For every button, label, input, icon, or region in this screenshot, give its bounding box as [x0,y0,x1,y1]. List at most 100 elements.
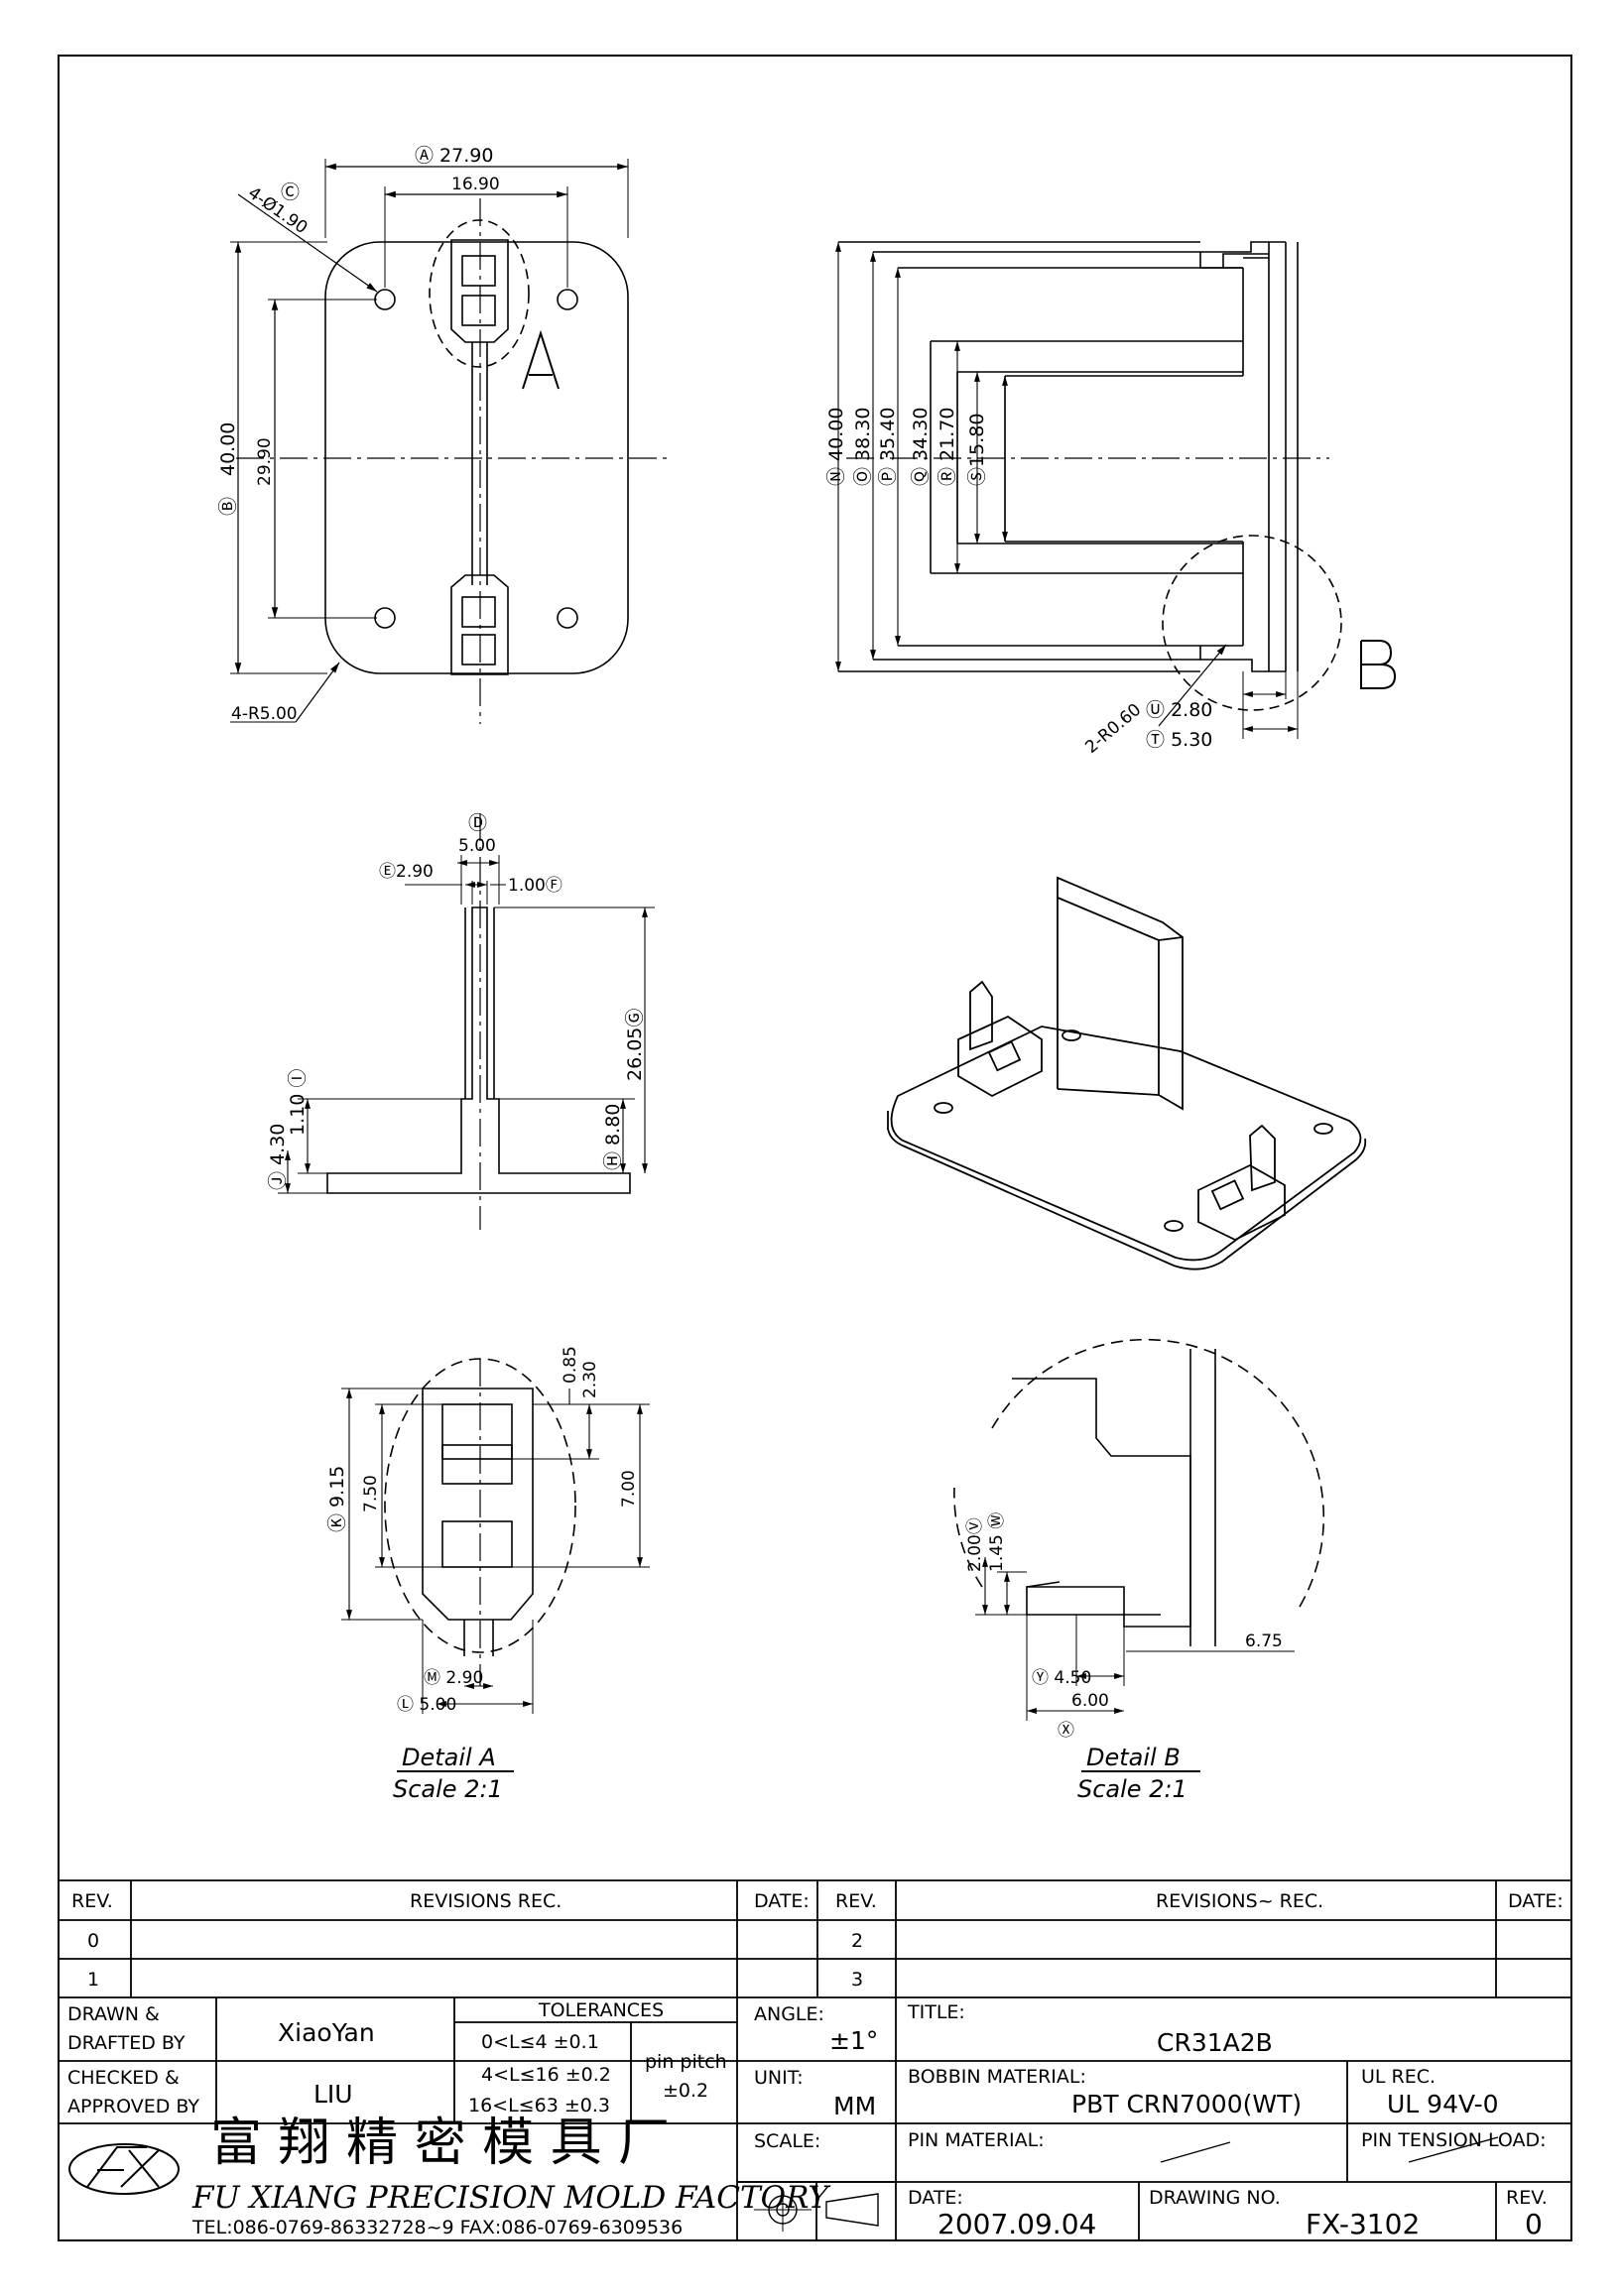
dim-o: Ⓞ 38.30 [852,408,874,486]
dim-h: Ⓗ 8.80 [602,1104,624,1170]
front-view [278,813,655,1230]
rev-row-3: 3 [851,1969,863,1991]
unit-label: UNIT: [754,2067,804,2089]
drawing-no-label: DRAWING NO. [1149,2187,1281,2209]
tolerance-2: 4<L≤16 ±0.2 [481,2064,611,2086]
iso-base [890,1026,1362,1262]
date-header-2: DATE: [1508,1890,1563,1912]
side-view [835,241,1397,739]
marker-c: Ⓒ [281,181,300,203]
top-view-labels: Ⓐ 27.90 16.90 4-Ø1.90 Ⓒ 40.00 Ⓑ 29.90 4-… [217,145,500,724]
dim-m: Ⓜ 2.90 [424,1668,483,1688]
pin-material-label: PIN MATERIAL: [908,2129,1045,2151]
marker-x: Ⓧ [1058,1721,1074,1741]
pin-pitch-label: pin pitch [645,2051,727,2073]
angle-label: ANGLE: [754,2003,824,2025]
pin-hole-icon [557,289,578,310]
detail-b-title: Detail B [1086,1744,1181,1771]
dim-q: Ⓠ 34.30 [910,408,932,486]
pin-hole-icon [374,607,396,629]
dim-t: Ⓣ 5.30 [1146,729,1212,751]
rev-row-2: 2 [851,1930,863,1952]
rev-label: REV. [1506,2187,1548,2209]
tolerance-3: 16<L≤63 ±0.3 [468,2095,610,2116]
title-block-text: REV. REVISIONS REC. DATE: REV. REVISIONS… [67,1890,1563,2240]
isometric-view [887,876,1367,1270]
rev-value: 0 [1525,2208,1543,2240]
factory-name-en: FU XIANG PRECISION MOLD FACTORY [191,2180,830,2216]
dim-y: Ⓨ 4.50 [1032,1668,1091,1688]
fx-logo-icon [68,2143,180,2195]
rev-row-0: 0 [87,1930,99,1952]
bobbin-value: PBT CRN7000(WT) [1071,2090,1302,2118]
ul-value: UL 94V-0 [1387,2090,1499,2118]
dim-d: 5.00 [458,836,496,856]
angle-value: ±1° [829,2026,878,2055]
dim-v: 2.00Ⓥ [965,1517,985,1572]
tolerance-1: 0<L≤4 ±0.1 [481,2031,599,2053]
dim-h700: 7.00 [619,1470,639,1508]
checked-value: LIU [313,2080,353,2109]
dim-i: 1.10 Ⓘ [287,1069,309,1136]
scale-label: SCALE: [754,2130,820,2152]
date-value: 2007.09.04 [937,2208,1096,2240]
revisions-header-2: REVISIONS~ REC. [1156,1890,1323,1912]
drawn-value: XiaoYan [278,2018,375,2047]
unit-value: MM [833,2092,876,2120]
dim-w: 1.45 Ⓦ [987,1512,1007,1572]
detail-a-labels: 0.85 2.30 Ⓚ 9.15 7.50 7.00 Ⓜ 2.90 Ⓛ 5.00… [326,1346,639,1803]
front-view-labels: Ⓓ 5.00 Ⓔ2.90 1.00Ⓕ 26.05Ⓖ Ⓗ 8.80 1.10 Ⓘ … [267,812,646,1190]
title-block-lines [59,1879,1571,2240]
dim-e: Ⓔ2.90 [379,862,434,882]
pin-tension-label: PIN TENSION LOAD: [1361,2129,1547,2151]
pin-pitch-value: ±0.2 [663,2080,708,2102]
detail-a-scale: Scale 2:1 [393,1775,503,1803]
dim-a-width: Ⓐ 27.90 [415,145,493,167]
detail-b-labels: 2.00Ⓥ 1.45 Ⓦ 6.75 Ⓨ 4.50 6.00 Ⓧ Detail B… [965,1512,1283,1803]
detail-b-scale: Scale 2:1 [1077,1775,1187,1803]
tolerances-header: TOLERANCES [538,1999,664,2021]
rev-header: REV. [71,1890,113,1912]
marker-b: Ⓑ [217,497,239,516]
pin-hole-icon [374,289,396,310]
dim-j: Ⓙ 4.30 [267,1124,289,1190]
date-header: DATE: [754,1890,810,1912]
dim-hole: 4-Ø1.90 [244,183,311,238]
dim-corner-radius: 4-R5.00 [231,704,298,724]
dim-u: Ⓤ 2.80 [1146,699,1212,721]
pin-hole-icon [557,607,578,629]
side-view-labels: Ⓝ 40.00 Ⓞ 38.30 Ⓟ 35.40 Ⓠ 34.30 Ⓡ 21.70 … [825,408,1212,758]
detail-a-title: Detail A [402,1744,496,1771]
factory-contact: TEL:086-0769-86332728~9 FAX:086-0769-630… [191,2217,683,2238]
dim-p: Ⓟ 35.40 [877,408,899,486]
checked-label-2: APPROVED BY [67,2096,199,2117]
iso-wall [1057,876,1184,1111]
drawn-label-1: DRAWN & [67,2003,160,2025]
dim-pin-pitch-x: 16.90 [451,175,500,194]
dim-l: Ⓛ 5.00 [397,1695,456,1715]
dim-h750: 7.50 [361,1475,381,1512]
dim-fillet: 2-R0.60 [1081,700,1145,758]
detail-b [953,1338,1324,1772]
dim-s: Ⓢ15.80 [966,414,988,486]
dim-n: Ⓝ 40.00 [825,408,847,486]
factory-name-cn: 富 翔 精 密 模 具 厂 [210,2114,670,2173]
dim-top1: 0.85 [561,1346,580,1384]
dim-g: 26.05Ⓖ [624,1009,646,1081]
rev-header-2: REV. [835,1890,877,1912]
dim-r: Ⓡ 21.70 [937,408,958,486]
detail-a [341,1358,650,1772]
title-label: TITLE: [907,2001,965,2023]
dim-k: Ⓚ 9.15 [326,1466,348,1532]
revisions-header: REVISIONS REC. [410,1890,562,1912]
drawing-no-value: FX-3102 [1306,2208,1420,2240]
dim-f: 1.00Ⓕ [508,876,562,896]
dim-675: 6.75 [1245,1631,1283,1651]
dim-pin-pitch-y: 29.90 [255,437,275,486]
date-label: DATE: [908,2187,963,2209]
dim-top2: 2.30 [580,1361,600,1398]
checked-label-1: CHECKED & [67,2067,180,2089]
ul-label: UL REC. [1361,2066,1436,2088]
dim-b-height: 40.00 [217,423,239,476]
